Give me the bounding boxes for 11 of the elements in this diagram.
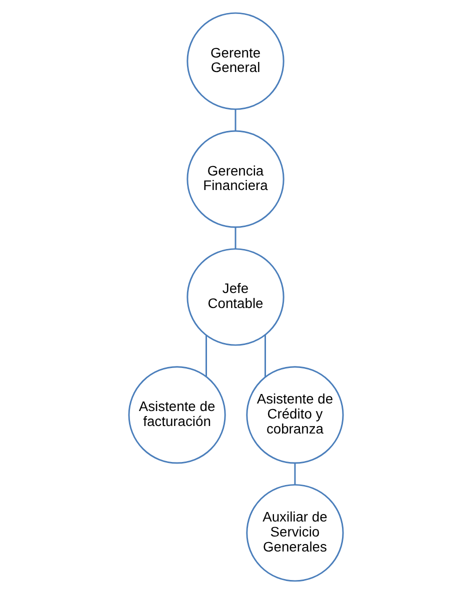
connector [234,227,236,249]
connector [294,463,296,484]
node-circle: Gerencia Financiera [186,130,284,228]
node-circle: Jefe Contable [186,248,284,346]
node-circle: Asistente de facturación [128,366,226,464]
node-circle: Gerente General [186,12,284,110]
connector [234,109,236,131]
node-circle: Asistente de Crédito y cobranza [246,366,344,464]
connector [205,335,207,376]
connector [264,334,266,378]
node-circle: Auxiliar de Servicio Generales [246,484,344,582]
